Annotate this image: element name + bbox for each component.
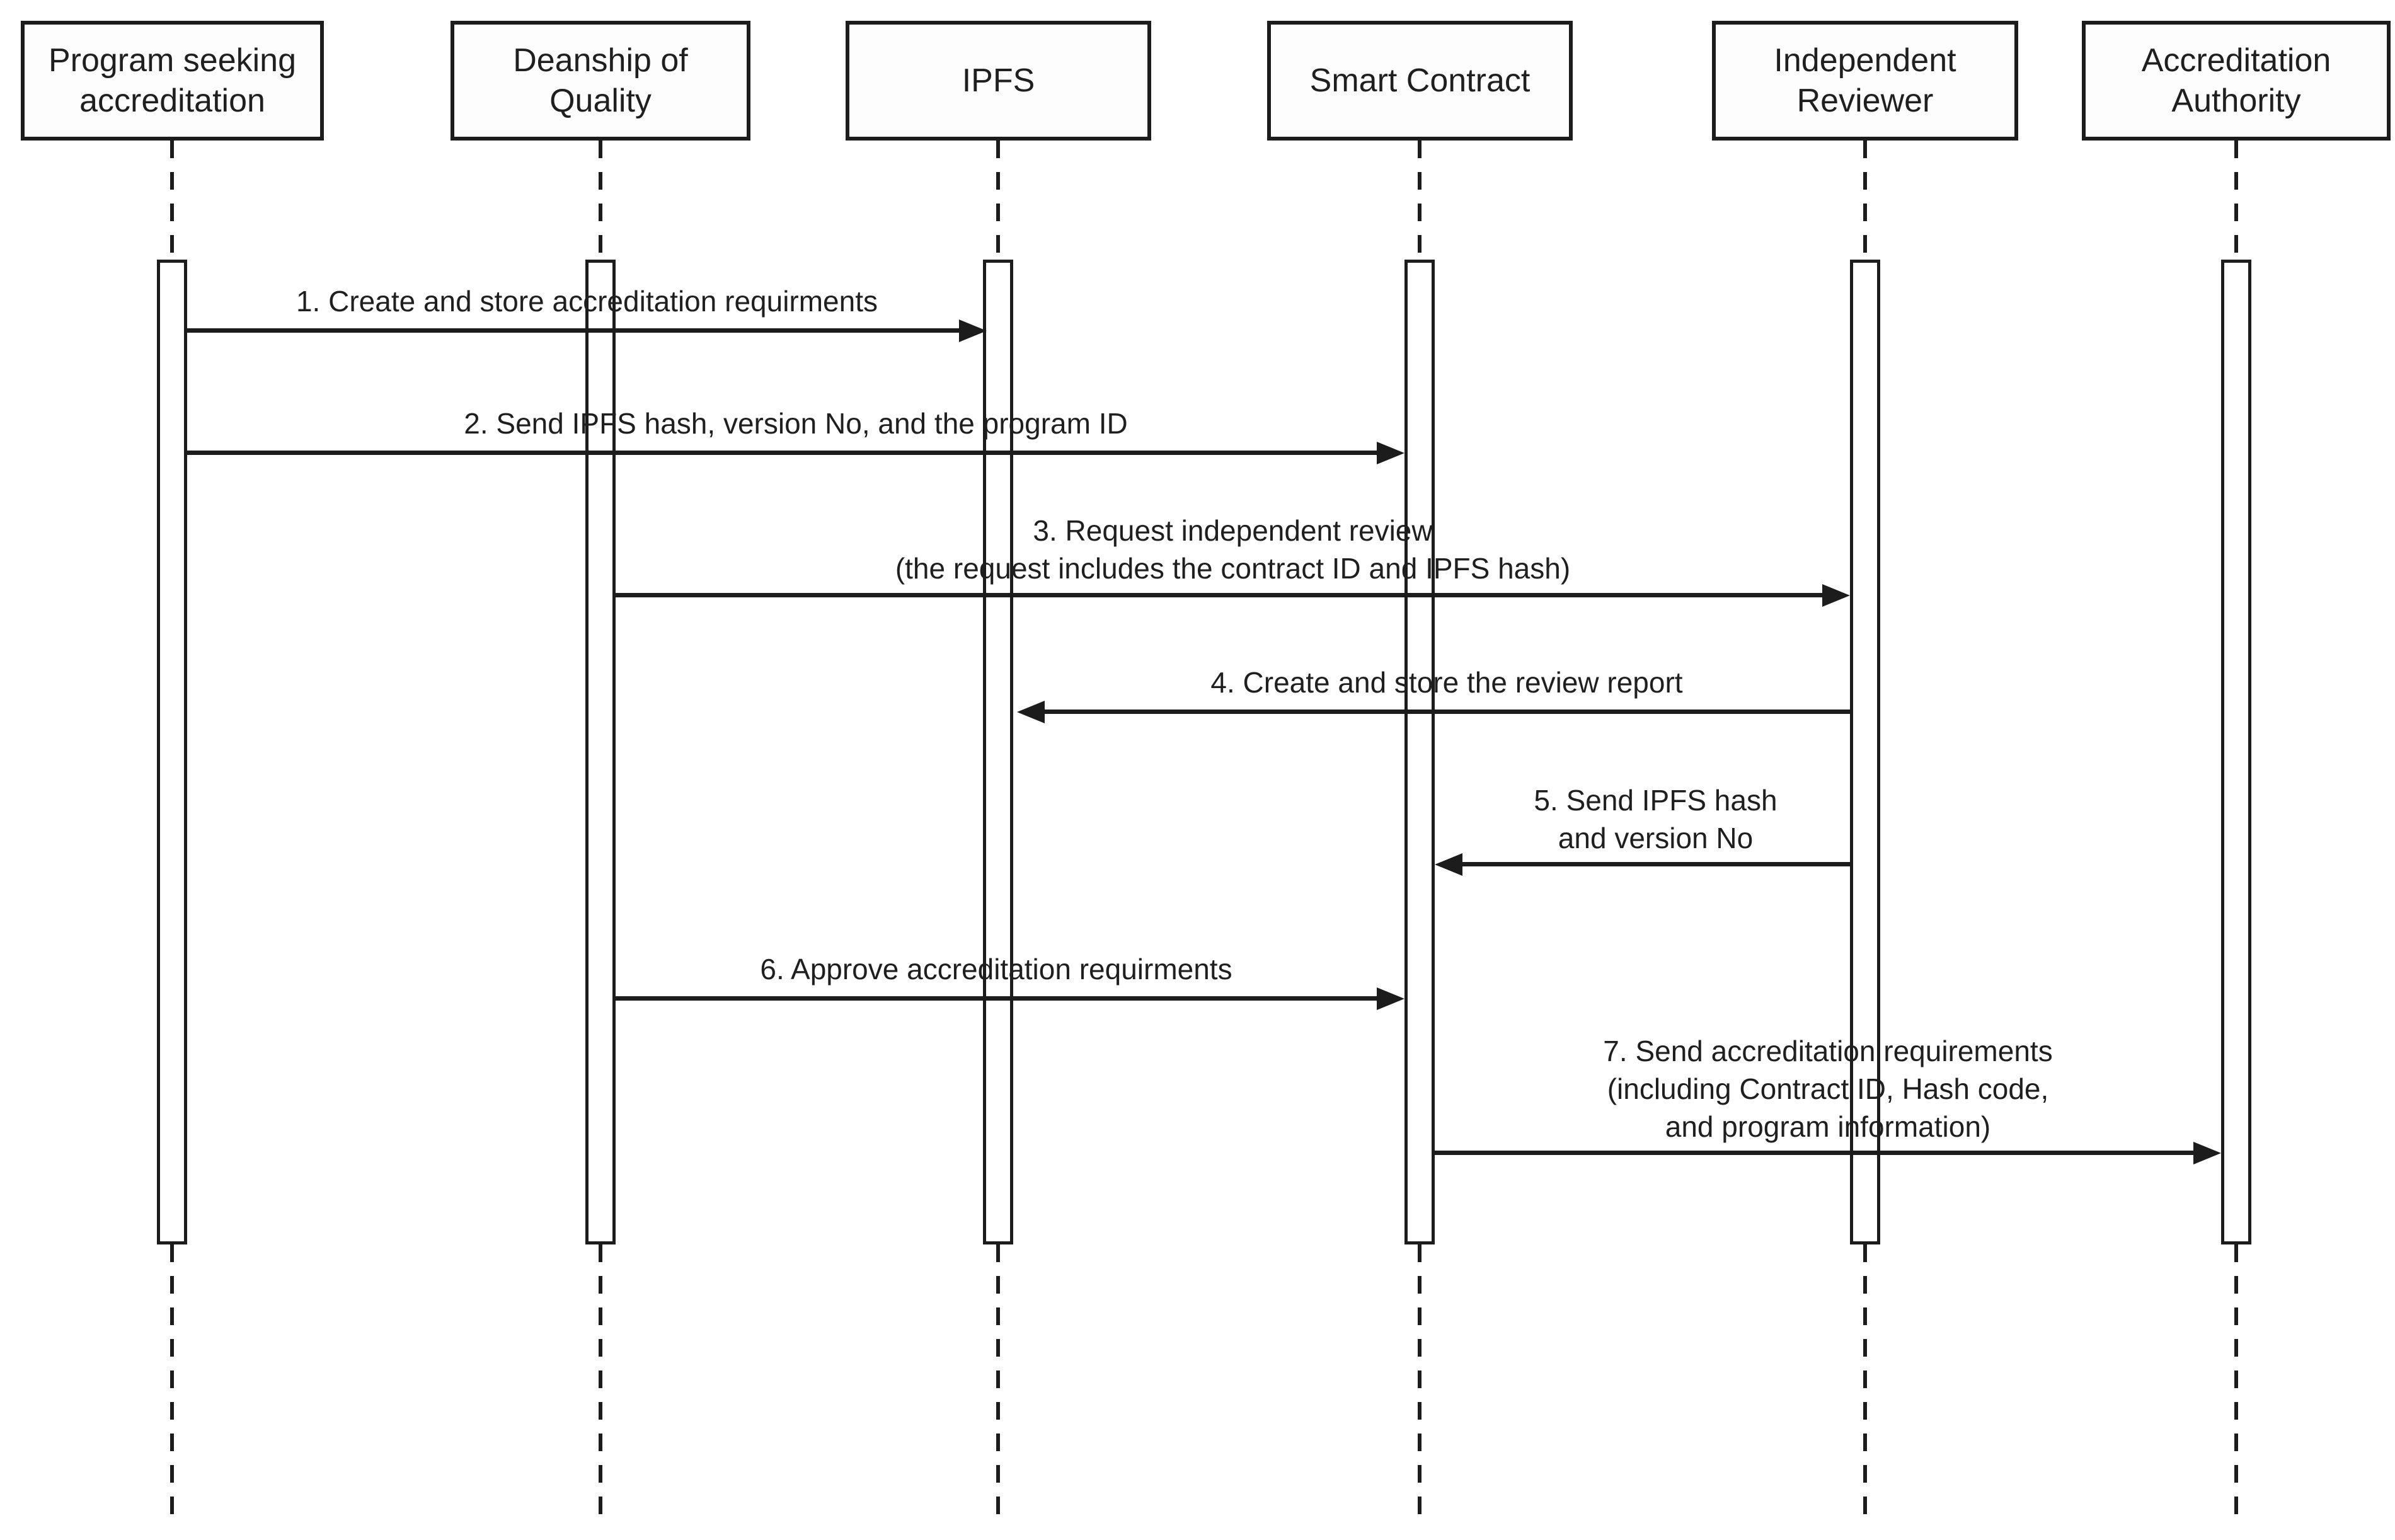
activation-bar-reviewer [1850, 260, 1880, 1244]
lifeline-deanship-upper [599, 141, 602, 260]
lifeline-reviewer-lower [1863, 1244, 1867, 1526]
lifeline-reviewer-upper [1863, 141, 1867, 260]
message-4-label: 4. Create and store the review report [1043, 664, 1850, 701]
message-label-line: (including Contract ID, Hash code, [1607, 1072, 2049, 1105]
lifeline-authority-lower [2234, 1244, 2238, 1526]
activation-bar-deanship [585, 260, 616, 1244]
message-3-arrow-line [616, 593, 1822, 597]
actor-label-line: IPFS [962, 62, 1035, 99]
message-label-line: 4. Create and store the review report [1210, 666, 1683, 699]
message-label-line: 3. Request independent review [1033, 514, 1433, 547]
actor-label-line: Deanship of [513, 42, 688, 79]
message-1-arrow-line [187, 328, 959, 333]
message-5-label: 5. Send IPFS hash and version No [1461, 781, 1850, 857]
message-7-arrow-line [1435, 1151, 2193, 1155]
actor-label-line: Reviewer [1796, 83, 1934, 119]
lifeline-smart-contract-lower [1418, 1244, 1421, 1526]
message-4-arrowhead-icon [1017, 701, 1045, 723]
actor-deanship-box: Deanship of Quality [451, 21, 750, 141]
message-7-arrowhead-icon [2193, 1142, 2221, 1164]
lifeline-ipfs-upper [996, 141, 1000, 260]
message-5-arrow-line [1461, 862, 1850, 866]
message-label-line: 1. Create and store accreditation requir… [296, 285, 878, 318]
activation-bar-program [157, 260, 187, 1244]
activation-bar-smart-contract [1404, 260, 1435, 1244]
message-2-arrow-line [187, 451, 1377, 455]
actor-program-box: Program seeking accreditation [21, 21, 324, 141]
message-2-arrowhead-icon [1377, 442, 1404, 464]
message-3-arrowhead-icon [1822, 584, 1850, 607]
message-7-label: 7. Send accreditation requirements (incl… [1435, 1032, 2221, 1146]
message-label-line: (the request includes the contract ID an… [895, 552, 1571, 585]
actor-label-line: Program seeking [48, 42, 297, 79]
lifeline-ipfs-lower [996, 1244, 1000, 1526]
actor-authority-box: Accreditation Authority [2082, 21, 2391, 141]
message-label-line: 7. Send accreditation requirements [1603, 1035, 2053, 1067]
actor-label-line: Quality [549, 83, 652, 119]
message-6-label: 6. Approve accreditation requirments [616, 950, 1377, 988]
lifeline-deanship-lower [599, 1244, 602, 1526]
lifeline-authority-upper [2234, 141, 2238, 260]
message-label-line: 5. Send IPFS hash [1534, 784, 1778, 817]
actor-label-line: accreditation [79, 83, 265, 119]
activation-bar-authority [2221, 260, 2251, 1244]
activation-bar-ipfs [983, 260, 1013, 1244]
message-label-line: and version No [1558, 822, 1754, 854]
message-label-line: and program information) [1665, 1110, 1991, 1143]
message-2-label: 2. Send IPFS hash, version No, and the p… [187, 405, 1404, 442]
actor-label-line: Accreditation [2141, 42, 2331, 79]
message-3-label: 3. Request independent review (the reque… [616, 512, 1850, 587]
lifeline-smart-contract-upper [1418, 141, 1421, 260]
actor-label-line: Independent [1774, 42, 1956, 79]
message-1-label: 1. Create and store accreditation requir… [187, 282, 987, 320]
message-label-line: 2. Send IPFS hash, version No, and the p… [464, 407, 1128, 440]
actor-label-line: Smart Contract [1309, 62, 1531, 99]
actor-reviewer-box: Independent Reviewer [1712, 21, 2018, 141]
actor-label-line: Authority [2171, 83, 2301, 119]
message-1-arrowhead-icon [959, 319, 987, 342]
actor-ipfs-box: IPFS [846, 21, 1151, 141]
message-6-arrowhead-icon [1377, 987, 1404, 1010]
lifeline-program-upper [170, 141, 174, 260]
message-4-arrow-line [1043, 710, 1850, 714]
message-6-arrow-line [616, 996, 1377, 1001]
message-label-line: 6. Approve accreditation requirments [760, 953, 1232, 985]
message-5-arrowhead-icon [1435, 853, 1462, 876]
lifeline-program-lower [170, 1244, 174, 1526]
actor-smart-contract-box: Smart Contract [1267, 21, 1573, 141]
